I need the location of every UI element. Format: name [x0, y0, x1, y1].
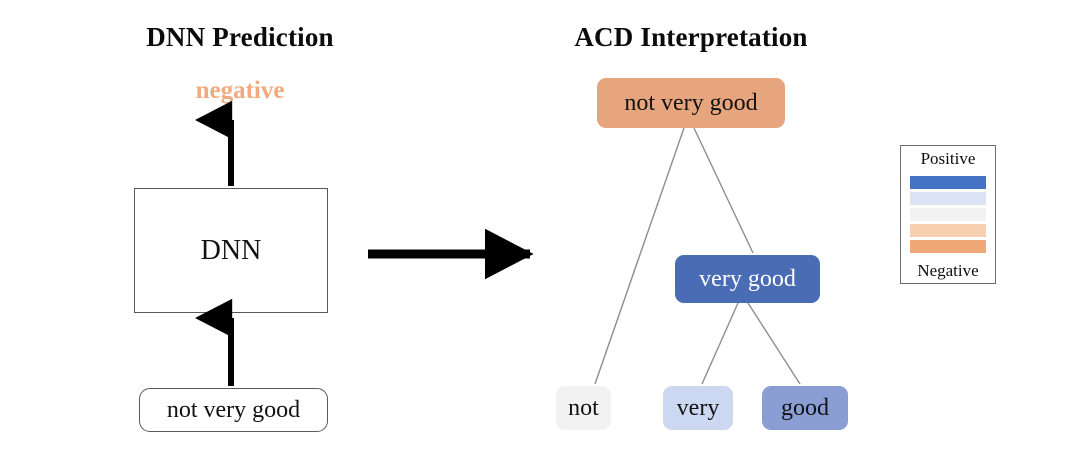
legend-swatch-3	[910, 224, 986, 237]
tree-edge-very-good-to-good	[747, 302, 801, 385]
tree-leaf-good: good	[762, 386, 848, 430]
tree-node-root: not very good	[597, 78, 785, 128]
dnn-model-label: DNN	[200, 234, 262, 266]
tree-node-very-good-label: very good	[699, 265, 796, 292]
legend-swatch-1	[910, 192, 986, 205]
input-sentence-box: not very good	[139, 388, 328, 432]
legend-swatch-2	[910, 208, 986, 221]
input-sentence-label: not very good	[166, 396, 301, 423]
tree-leaf-very: very	[663, 386, 733, 430]
legend-positive-label: Positive	[920, 149, 976, 168]
tree-leaf-not: not	[556, 386, 611, 430]
tree-node-root-label: not very good	[624, 89, 758, 116]
tree-edge-root-to-very-good	[693, 127, 754, 254]
tree-leaf-not-label: not	[568, 394, 599, 421]
dnn-prediction-title: DNN Prediction	[146, 22, 334, 52]
legend-swatch-4	[910, 240, 986, 253]
dnn-model-box: DNN	[134, 188, 328, 313]
tree-edge-very-good-to-very	[701, 302, 739, 385]
prediction-label: negative	[195, 77, 285, 104]
tree-node-very-good: very good	[675, 255, 820, 303]
tree-leaf-good-label: good	[781, 394, 829, 421]
tree-leaf-very-label: very	[676, 394, 720, 421]
legend-negative-label: Negative	[917, 261, 979, 280]
acd-interpretation-title: ACD Interpretation	[574, 22, 808, 52]
legend-swatch-0	[910, 176, 986, 189]
legend-swatch-list	[910, 176, 986, 253]
tree-edge-root-to-not	[594, 127, 685, 385]
sentiment-legend: Positive Negative	[900, 145, 996, 284]
